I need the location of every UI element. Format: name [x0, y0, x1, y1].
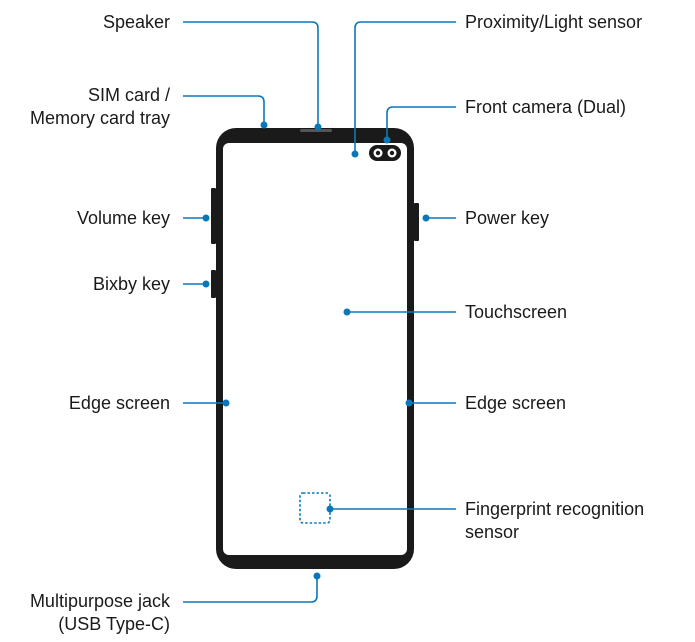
multipurpose-jack-label-line2: (USB Type-C)	[58, 614, 170, 634]
bixby-key-button	[211, 270, 216, 298]
volume-key-button	[211, 188, 216, 244]
fingerprint-sensor-label-line2: sensor	[465, 522, 520, 542]
multipurpose-jack-leader	[183, 576, 318, 603]
front-camera-leader	[386, 106, 456, 140]
leader-dots	[202, 121, 430, 580]
speaker-label: Speaker	[102, 12, 170, 32]
sim-tray-label-line2: Memory card tray	[29, 108, 170, 128]
screen-area	[223, 143, 407, 555]
fingerprint-sensor-label-line1: Fingerprint recognition	[465, 499, 645, 519]
multipurpose-jack-label-line1: Multipurpose jack	[29, 591, 170, 611]
sim-tray-leader	[183, 95, 265, 125]
proximity-sensor-leader	[354, 21, 456, 154]
multipurpose-jack-label: Multipurpose jack (USB Type-C)	[30, 590, 170, 636]
volume-key-label: Volume key	[76, 208, 170, 228]
bixby-key-label: Bixby key	[92, 274, 170, 294]
speaker-grille	[300, 129, 332, 132]
sim-tray-label-line1: SIM card /	[87, 85, 170, 105]
sim-tray-label: SIM card / Memory card tray	[30, 84, 170, 130]
fingerprint-sensor-label: Fingerprint recognition sensor	[465, 498, 644, 544]
leader-lines	[183, 21, 456, 603]
phone-body	[211, 128, 419, 569]
speaker-leader	[183, 21, 319, 127]
power-key-button	[414, 203, 419, 241]
proximity-sensor-label: Proximity/Light sensor	[465, 12, 643, 32]
edge-screen-left-label: Edge screen	[68, 393, 170, 413]
edge-screen-right-label: Edge screen	[465, 393, 567, 413]
power-key-label: Power key	[465, 208, 550, 228]
touchscreen-label: Touchscreen	[465, 302, 568, 322]
front-camera-label: Front camera (Dual)	[465, 97, 627, 117]
